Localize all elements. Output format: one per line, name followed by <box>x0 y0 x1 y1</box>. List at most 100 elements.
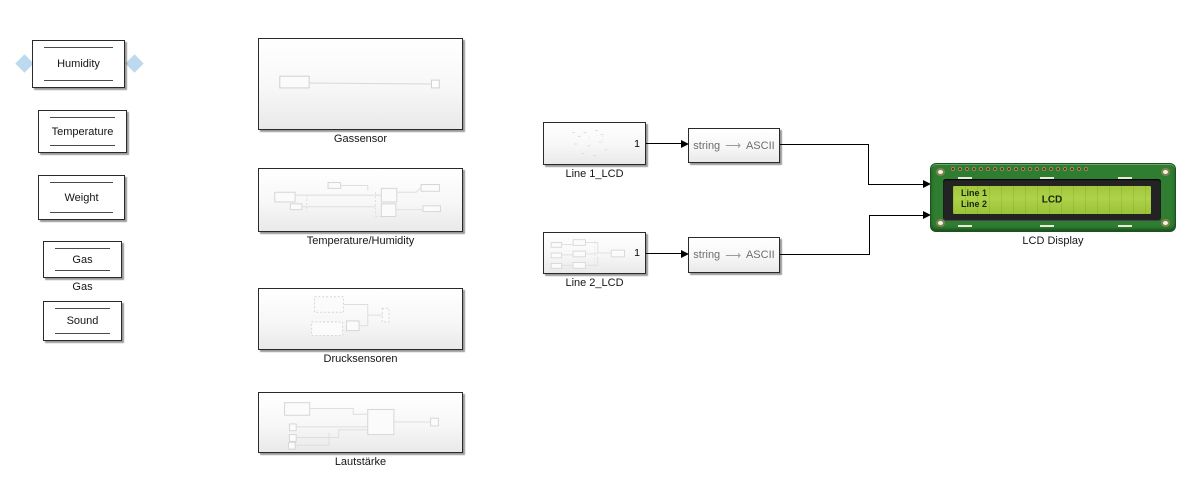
subsystem-gassensor-label: Gassensor <box>333 133 388 145</box>
output-port-1: 1 <box>634 247 640 259</box>
block-sound[interactable]: Sound <box>43 301 122 341</box>
lcd-pin-row <box>951 167 1088 171</box>
right-arrow-icon: ⟶ <box>725 140 741 152</box>
subsystem-line2-lcd[interactable]: 1 <box>543 232 646 274</box>
lcd-pin-icon <box>1000 167 1004 171</box>
lcd-pin-icon <box>1077 167 1081 171</box>
wire-arrowhead-icon <box>923 180 931 188</box>
wire-converter1-out-v[interactable] <box>868 144 869 185</box>
block-string-to-ascii-1[interactable]: string ⟶ ASCII <box>688 128 780 163</box>
solder-pad-icon <box>958 177 972 179</box>
screw-hole-icon <box>1161 219 1170 227</box>
lcd-pin-icon <box>1028 167 1032 171</box>
solder-pad-icon <box>958 225 972 227</box>
block-top-line <box>44 47 113 48</box>
screw-hole-icon <box>1161 168 1170 176</box>
temperature-humidity-preview-icon <box>274 182 441 217</box>
wire-line2-to-converter[interactable] <box>646 253 681 254</box>
converter-text-string: string <box>693 139 721 152</box>
subsystem-lautstaerke-label: Lautstärke <box>334 456 387 468</box>
lautstaerke-preview-icon <box>284 402 439 450</box>
solder-pad-icon <box>1118 225 1132 227</box>
solder-pad-icon <box>1040 177 1054 179</box>
wire-to-lcd-input1[interactable] <box>868 184 923 185</box>
lcd-center-text: LCD <box>1041 194 1063 206</box>
lcd-pin-icon <box>1049 167 1053 171</box>
block-weight-label: Weight <box>64 191 99 204</box>
screw-hole-icon <box>936 168 945 176</box>
lcd-pin-icon <box>986 167 990 171</box>
block-temperature-label: Temperature <box>51 125 114 138</box>
converter-text-ascii: ASCII <box>745 139 775 152</box>
output-port-1: 1 <box>634 137 640 150</box>
wire-converter2-out-v[interactable] <box>869 215 870 255</box>
lcd-line1-text: Line 1 <box>961 188 988 198</box>
block-bottom-line <box>50 212 113 213</box>
lcd-screen: Line 1 Line 2 LCD <box>953 186 1151 214</box>
block-top-line <box>50 117 115 118</box>
subsystem-drucksensoren-label: Drucksensoren <box>323 353 398 365</box>
block-gas-label: Gas <box>72 253 93 266</box>
wire-line1-to-converter[interactable] <box>646 143 681 144</box>
lcd-bezel: Line 1 Line 2 LCD <box>943 179 1161 221</box>
right-arrow-icon: ⟶ <box>725 249 741 262</box>
lcd-pin-icon <box>979 167 983 171</box>
wire-converter2-out-h[interactable] <box>780 254 870 255</box>
block-sound-label: Sound <box>66 315 99 327</box>
selection-handle-right-icon[interactable] <box>125 54 144 73</box>
subsystem-temperature-humidity[interactable] <box>258 168 463 232</box>
subsystem-line1-lcd-label: Line 1_LCD <box>565 168 624 180</box>
lcd-pin-icon <box>1007 167 1011 171</box>
block-humidity-label: Humidity <box>57 58 100 70</box>
converter-text-string: string <box>693 249 721 261</box>
lcd-pin-icon <box>965 167 969 171</box>
solder-pad-icon <box>1118 177 1132 179</box>
solder-pad-icon <box>1040 225 1054 227</box>
wire-converter1-out-h[interactable] <box>780 144 869 145</box>
lcd-pin-icon <box>1084 167 1088 171</box>
selection-handle-left-icon[interactable] <box>15 54 34 73</box>
lcd-pin-icon <box>958 167 962 171</box>
converter-text-ascii: ASCII <box>745 249 775 261</box>
block-top-line <box>50 182 113 183</box>
block-top-line <box>55 248 110 249</box>
lcd-pin-icon <box>1063 167 1067 171</box>
block-humidity[interactable]: Humidity <box>32 40 125 88</box>
block-string-to-ascii-2[interactable]: string ⟶ ASCII <box>688 237 780 273</box>
lcd-pin-icon <box>951 167 955 171</box>
wire-arrowhead-icon <box>681 140 689 148</box>
subsystem-drucksensoren[interactable] <box>258 288 463 350</box>
block-temperature[interactable]: Temperature <box>38 110 127 153</box>
lcd-pin-icon <box>1021 167 1025 171</box>
subsystem-temperature-humidity-label: Temperature/Humidity <box>306 235 415 247</box>
block-weight[interactable]: Weight <box>38 175 125 220</box>
lcd-pin-icon <box>1056 167 1060 171</box>
subsystem-line1-lcd[interactable]: 1 <box>543 122 646 165</box>
wire-arrowhead-icon <box>681 250 689 258</box>
block-bottom-line <box>44 80 113 81</box>
block-bottom-line <box>50 145 115 146</box>
block-gas-caption: Gas <box>72 281 93 293</box>
lcd-pin-icon <box>1035 167 1039 171</box>
subsystem-lautstaerke[interactable] <box>258 392 463 453</box>
screw-hole-icon <box>936 219 945 227</box>
line2-lcd-preview-icon <box>550 239 625 269</box>
drucksensoren-preview-icon <box>311 296 390 336</box>
lcd-pin-icon <box>1070 167 1074 171</box>
block-bottom-line <box>55 270 110 271</box>
block-bottom-line <box>55 333 110 334</box>
lcd-pin-icon <box>972 167 976 171</box>
lcd-pin-icon <box>993 167 997 171</box>
gassensor-preview-icon <box>279 75 440 89</box>
wire-arrowhead-icon <box>923 211 931 219</box>
block-gas[interactable]: Gas <box>43 241 122 278</box>
subsystem-gassensor[interactable] <box>258 38 463 130</box>
subsystem-line2-lcd-label: Line 2_LCD <box>565 277 624 289</box>
lcd-pin-icon <box>1042 167 1046 171</box>
lcd-display-block[interactable]: Line 1 Line 2 LCD <box>931 164 1175 231</box>
lcd-pin-icon <box>1014 167 1018 171</box>
lcd-line2-text: Line 2 <box>961 199 988 209</box>
line1-lcd-preview-icon <box>572 130 608 156</box>
wire-to-lcd-input2[interactable] <box>869 215 924 216</box>
